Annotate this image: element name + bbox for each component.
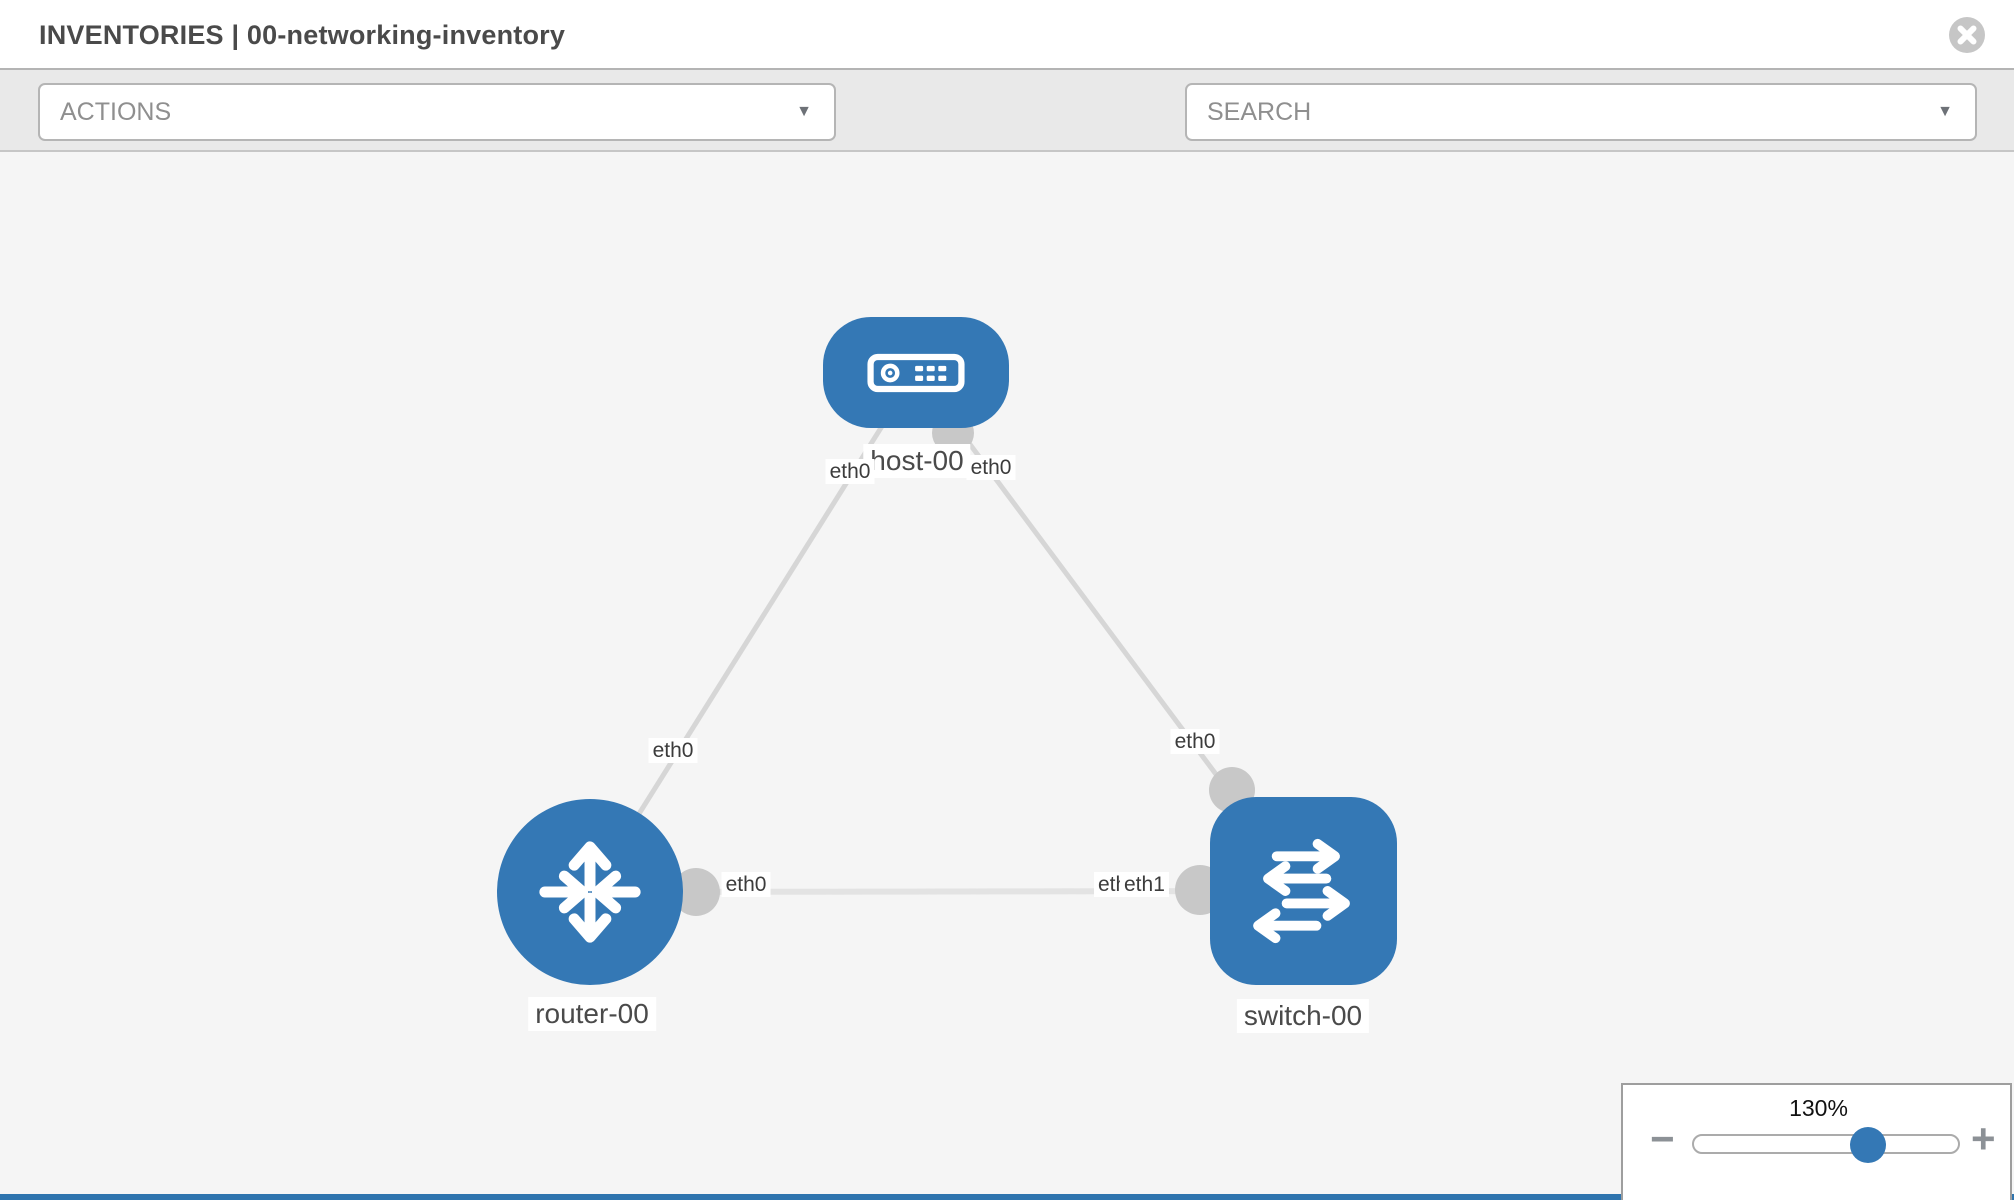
actions-dropdown-label: ACTIONS xyxy=(60,98,172,126)
switch-icon xyxy=(1252,838,1350,944)
chevron-down-icon: ▼ xyxy=(1937,103,1953,120)
node-label-switch: switch-00 xyxy=(1236,999,1370,1033)
iface-label-eth1-switch-left: eth1 xyxy=(1120,872,1169,897)
zoom-in-button[interactable]: + xyxy=(1971,1115,1996,1162)
search-dropdown[interactable]: SEARCH ▼ xyxy=(1185,83,1977,141)
page-header: INVENTORIES | 00-networking-inventory xyxy=(0,0,2014,70)
zoom-slider-knob[interactable] xyxy=(1850,1127,1886,1163)
router-icon xyxy=(539,841,641,943)
iface-label-eth0-host-left: eth0 xyxy=(825,459,875,484)
node-switch-00[interactable] xyxy=(1210,797,1397,985)
iface-label-eth0-router-right: eth0 xyxy=(721,872,771,897)
zoom-control-panel: 130% − + xyxy=(1621,1083,2012,1200)
node-label-host: host-00 xyxy=(863,444,971,478)
zoom-out-button[interactable]: − xyxy=(1650,1115,1675,1162)
iface-label-eth0-router-top: eth0 xyxy=(648,738,698,763)
iface-label-eth0-host-right: eth0 xyxy=(966,455,1016,480)
node-host-00[interactable] xyxy=(823,317,1009,428)
close-button[interactable] xyxy=(1948,16,1986,54)
node-router-00[interactable] xyxy=(497,799,683,985)
inventory-name: 00-networking-inventory xyxy=(246,20,566,50)
toolbar: ACTIONS ▼ SEARCH ▼ xyxy=(0,70,2014,205)
breadcrumb-divider: | xyxy=(231,20,240,50)
actions-dropdown[interactable]: ACTIONS ▼ xyxy=(38,83,836,141)
topology-canvas[interactable] xyxy=(0,152,2014,1200)
zoom-slider-track[interactable] xyxy=(1692,1127,1960,1163)
page-title: INVENTORIES | 00-networking-inventory xyxy=(39,20,565,51)
x-circle-icon xyxy=(1949,17,1985,53)
chevron-down-icon: ▼ xyxy=(796,103,812,120)
server-icon xyxy=(867,353,965,392)
search-placeholder: SEARCH xyxy=(1207,98,1312,126)
iface-label-eth0-switch-top: eth0 xyxy=(1170,729,1220,754)
breadcrumb-section: INVENTORIES xyxy=(39,20,224,50)
node-label-router: router-00 xyxy=(528,997,656,1031)
footer-accent-bar xyxy=(0,1194,2014,1200)
zoom-level-value: 130% xyxy=(1789,1095,1848,1121)
